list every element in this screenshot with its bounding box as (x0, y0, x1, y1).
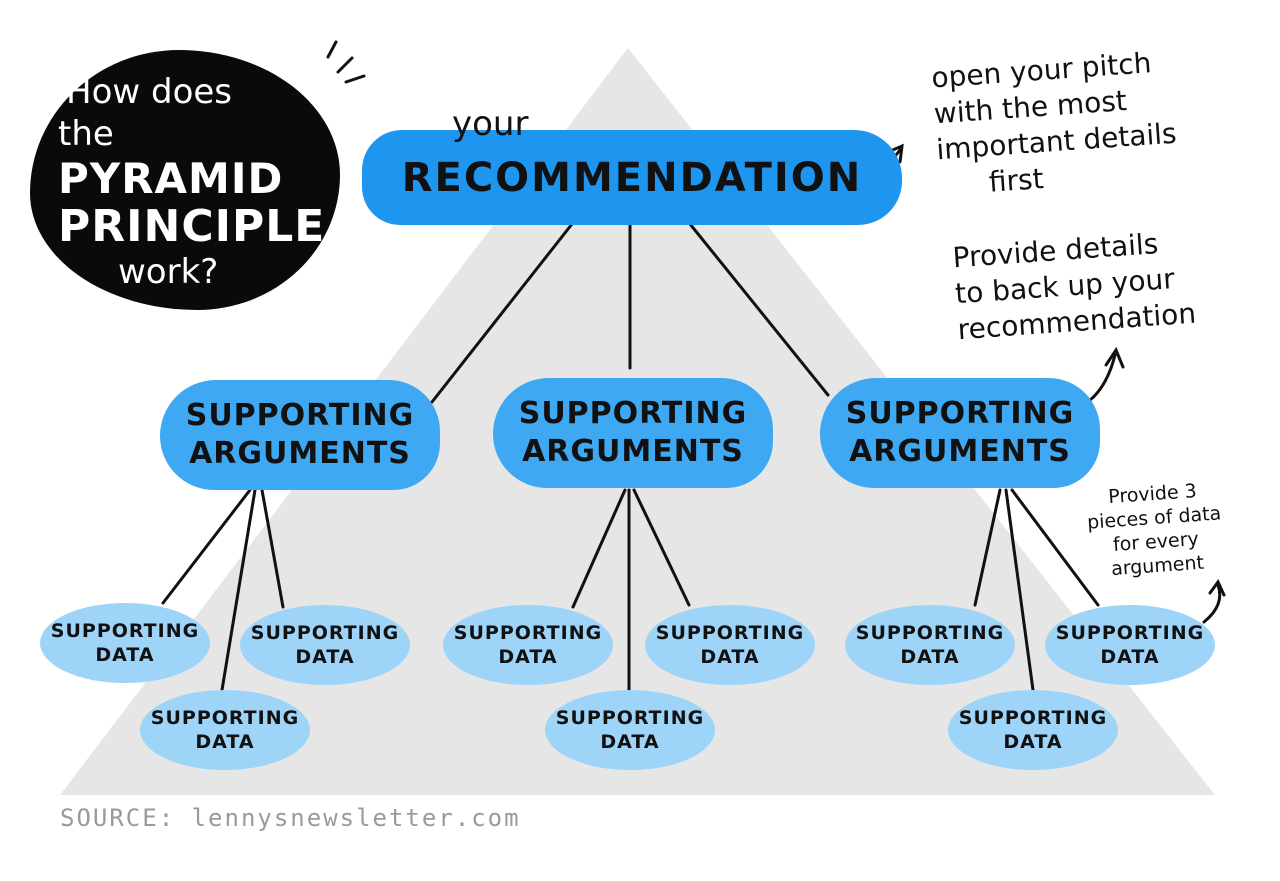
data-line-2: DATA (1003, 731, 1063, 753)
connectors (161, 143, 1226, 692)
data-line-1: SUPPORTING (1055, 622, 1205, 644)
argument-line-1: SUPPORTING (518, 396, 748, 431)
annotation-bottom: Provide 3 pieces of data for every argum… (1072, 477, 1238, 584)
title-line-4: work? (118, 252, 219, 292)
argument-line-2: ARGUMENTS (849, 434, 1071, 469)
recommendation-node: RECOMMENDATION (362, 130, 902, 225)
data-line-1: SUPPORTING (655, 622, 805, 644)
recommendation-label: RECOMMENDATION (401, 154, 863, 201)
data-line-2: DATA (1100, 646, 1160, 668)
argument-line-1: SUPPORTING (845, 396, 1075, 431)
data-line-1: SUPPORTING (453, 622, 603, 644)
title-badge (30, 50, 340, 310)
title-line-3: PRINCIPLE (58, 201, 326, 252)
data-line-2: DATA (295, 646, 355, 668)
argument-line-1: SUPPORTING (185, 398, 415, 433)
annotation-top: open your pitch with the most important … (930, 44, 1180, 204)
data-line-2: DATA (900, 646, 960, 668)
title-line-2-emphasis: PYRAMID (58, 154, 284, 203)
data-line-2: DATA (600, 731, 660, 753)
recommendation-prefix: your (452, 104, 529, 144)
data-line-2: DATA (700, 646, 760, 668)
data-line-1: SUPPORTING (958, 707, 1108, 729)
title-line-1: How does (66, 72, 232, 112)
data-line-2: DATA (95, 644, 155, 666)
argument-line-2: ARGUMENTS (189, 436, 411, 471)
data-line-1: SUPPORTING (50, 620, 200, 642)
annotation-middle: Provide details to back up your recommen… (952, 224, 1198, 348)
arrow-to-bottom-note (1202, 583, 1222, 624)
title-line-2-prefix: the (58, 114, 114, 154)
argument-line-2: ARGUMENTS (522, 434, 744, 469)
data-line-1: SUPPORTING (150, 707, 300, 729)
data-line-1: SUPPORTING (250, 622, 400, 644)
data-line-2: DATA (498, 646, 558, 668)
diagram-title: How does the PYRAMID PRINCIPLE work? (58, 72, 328, 292)
emphasis-marks (326, 40, 366, 84)
data-line-1: SUPPORTING (555, 707, 705, 729)
data-line-2: DATA (195, 731, 255, 753)
data-line-1: SUPPORTING (855, 622, 1005, 644)
title-line-2: the PYRAMID (58, 114, 328, 203)
source-credit: SOURCE: lennysnewsletter.com (60, 804, 521, 832)
